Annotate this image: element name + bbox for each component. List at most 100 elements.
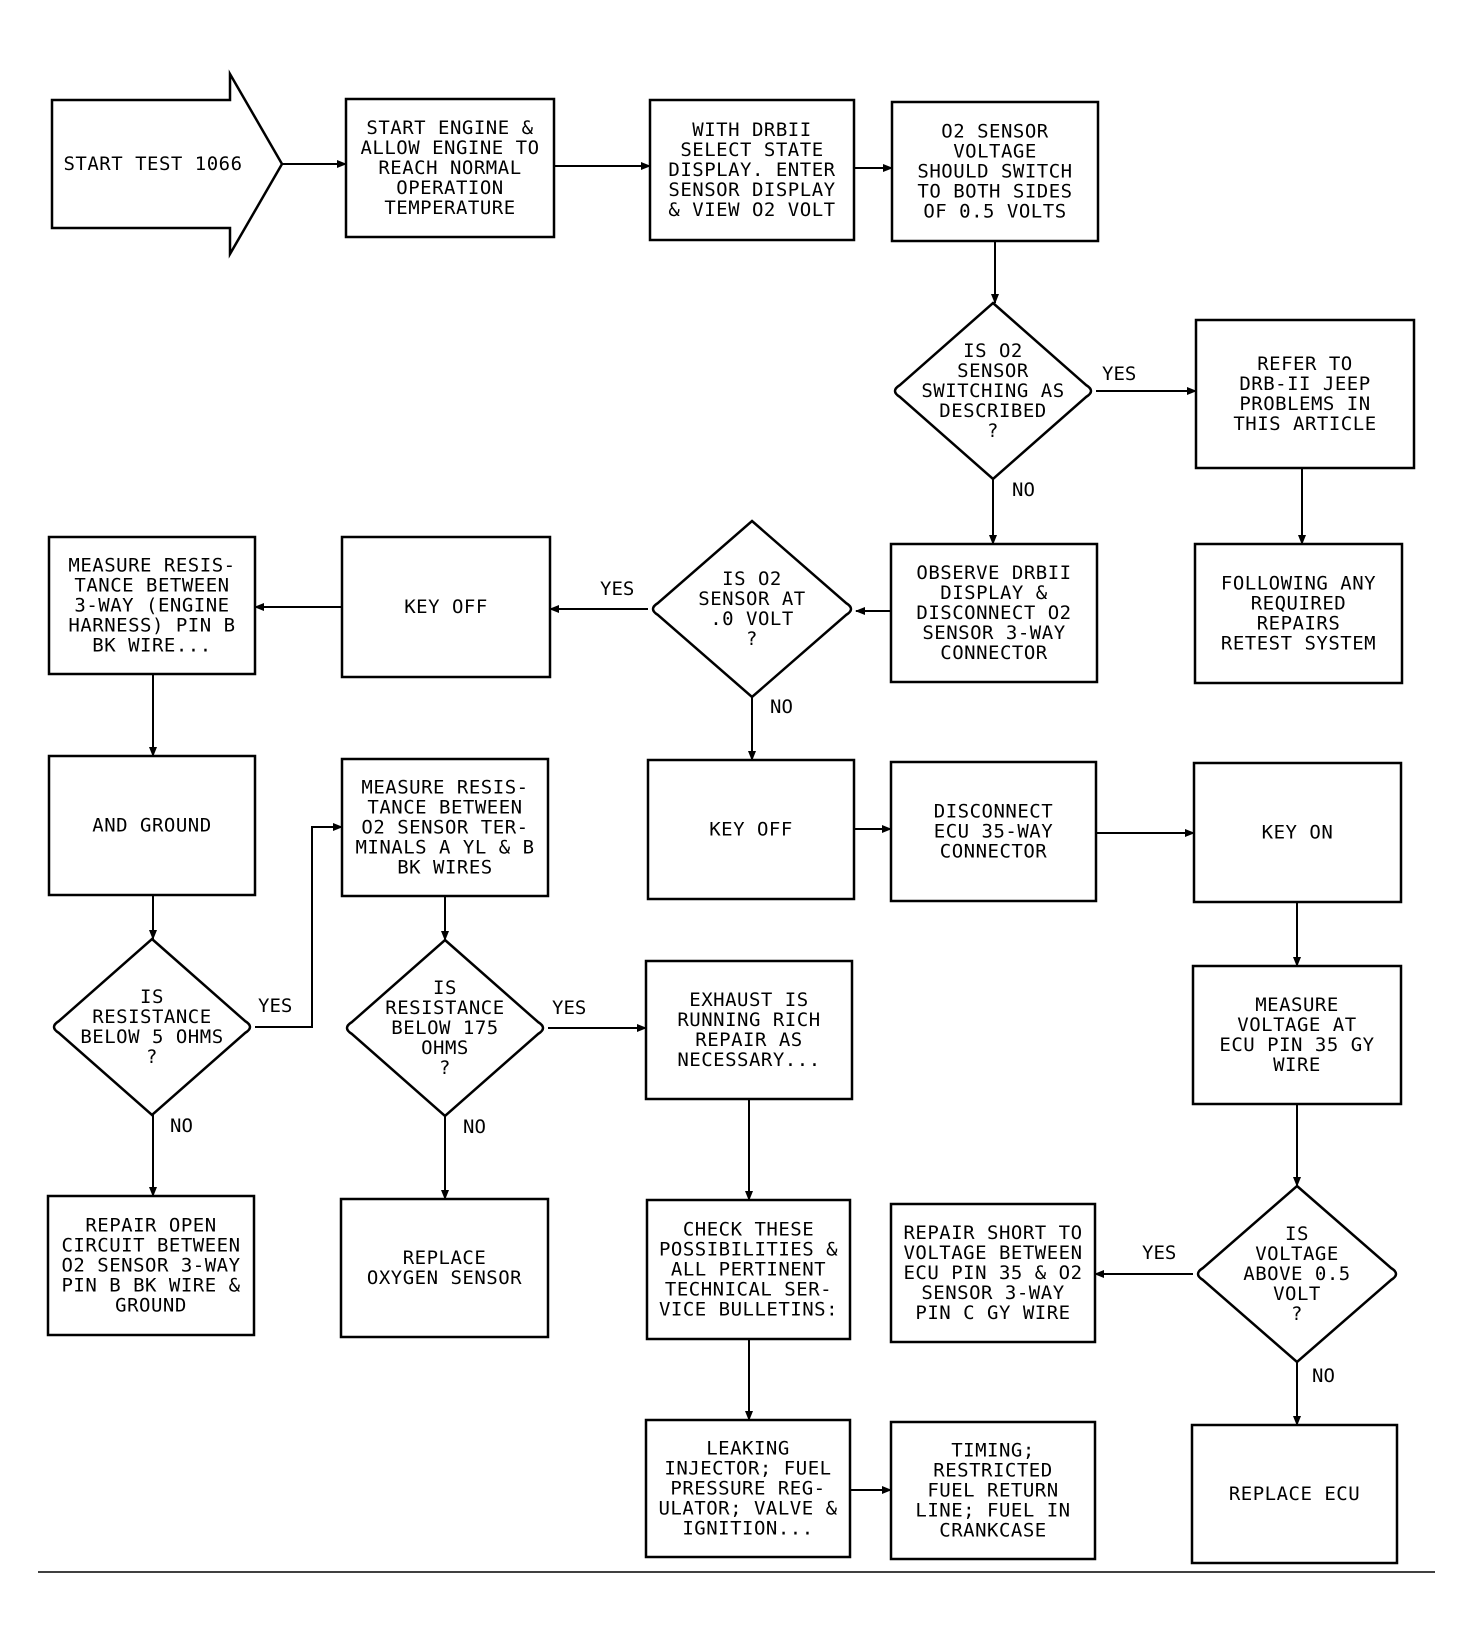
node-text-line: REPAIR AS (695, 1029, 802, 1051)
node-text-line: EXHAUST IS (689, 989, 808, 1011)
node-text-line: DISCONNECT (934, 801, 1053, 823)
diamond-shape (651, 519, 853, 699)
node-text-line: 3-WAY (ENGINE (74, 595, 229, 617)
node-text-line: O2 SENSOR 3-WAY (61, 1255, 240, 1277)
edge-label-yes: YES (1102, 363, 1136, 385)
edge-label-yes: YES (552, 997, 586, 1019)
node-text-line: START TEST 1066 (63, 153, 242, 175)
edge-label-no: NO (463, 1116, 486, 1138)
edge-q-175-to-exhaust: YES (548, 997, 647, 1032)
node-text-line: & VIEW O2 VOLT (668, 199, 835, 221)
node-text-line: SWITCHING AS (921, 380, 1064, 402)
node-text-line: MEASURE RESIS- (361, 777, 528, 799)
node-text-line: VOLTAGE (953, 141, 1037, 163)
node-text-line: DESCRIBED (939, 400, 1046, 422)
edge-label-yes: YES (600, 578, 634, 600)
edge-label-yes: YES (1142, 1242, 1176, 1264)
node-text-line: TANCE BETWEEN (74, 575, 229, 597)
node-text-line: DRB-II JEEP (1239, 373, 1370, 395)
node-text-line: REPAIRS (1257, 613, 1341, 635)
node-text-line: NECESSARY... (677, 1049, 820, 1071)
edge-q-05-to-repair-short: YES (1094, 1242, 1193, 1278)
node-text-line: REPAIR OPEN (85, 1215, 216, 1237)
node-text-line: VOLTAGE (1255, 1243, 1339, 1265)
arrow-shape (50, 69, 284, 259)
node-text-line: O2 SENSOR TER- (361, 817, 528, 839)
node-text-line: RESTRICTED (933, 1460, 1052, 1482)
node-replace-ecu: REPLACE ECU (1190, 1423, 1399, 1565)
node-text-line: REFER TO (1257, 353, 1353, 375)
edge-q-switching-to-refer: YES (1096, 363, 1197, 395)
nodes-layer: START TEST 1066 START ENGINE &ALLOW ENGIN… (46, 69, 1416, 1565)
rect-shape (1190, 1423, 1399, 1565)
node-text-line: CIRCUIT BETWEEN (61, 1235, 240, 1257)
node-text-line: OXYGEN SENSOR (367, 1267, 522, 1289)
node-text-line: IS (1285, 1223, 1309, 1245)
node-text-line: SELECT STATE (680, 139, 823, 161)
node-text-line: VICE BULLETINS: (659, 1299, 838, 1321)
node-text-line: ALLOW ENGINE TO (360, 137, 539, 159)
node-text-line: RESISTANCE (92, 1006, 211, 1028)
node-text-line: CONNECTOR (940, 841, 1048, 863)
node-text-line: SHOULD SWITCH (917, 161, 1072, 183)
node-key-off-2: KEY OFF (646, 758, 856, 901)
edge-label-yes: YES (258, 995, 292, 1017)
node-text-line: GROUND (115, 1295, 187, 1317)
node-text-line: REPAIR SHORT TO (903, 1222, 1082, 1244)
edge-q-zero-to-key-off-1: YES (549, 578, 648, 613)
node-text-line: TIMING; (951, 1440, 1035, 1462)
node-text-line: ? (439, 1057, 451, 1079)
rect-shape (1193, 542, 1404, 685)
node-key-off-1: KEY OFF (340, 535, 552, 679)
edge-q-175-to-replace-o2: NO (441, 1116, 486, 1200)
node-text-line: KEY OFF (404, 596, 488, 618)
diamond-shape (893, 301, 1093, 481)
node-text-line: CHECK THESE (683, 1219, 814, 1241)
node-text-line: ECU 35-WAY (934, 821, 1053, 843)
rect-shape (645, 1198, 852, 1341)
rect-shape (47, 535, 257, 676)
edge-q-zero-to-key-off-2: NO (748, 696, 793, 761)
node-text-line: AND GROUND (92, 815, 211, 837)
rect-shape (889, 1202, 1097, 1344)
node-text-line: PIN B BK WIRE & (61, 1275, 240, 1297)
node-text-line: PIN C GY WIRE (915, 1302, 1070, 1324)
diamond-shape (1196, 1184, 1398, 1364)
rect-shape (644, 1418, 852, 1559)
node-text-line: ULATOR; VALVE & (658, 1498, 837, 1520)
node-text-line: ? (746, 628, 758, 650)
node-text-line: OBSERVE DRBII (916, 562, 1071, 584)
node-text-line: TEMPERATURE (384, 197, 515, 219)
node-text-line: MEASURE RESIS- (68, 555, 235, 577)
node-text-line: PROBLEMS IN (1239, 393, 1370, 415)
rect-shape (889, 760, 1098, 903)
node-text-line: O2 SENSOR (941, 121, 1049, 143)
node-text-line: BK WIRES (397, 857, 493, 879)
node-text-line: VOLTAGE BETWEEN (903, 1242, 1082, 1264)
node-text-line: REPLACE ECU (1229, 1483, 1360, 1505)
rect-shape (648, 98, 856, 242)
edge-line (255, 823, 343, 1028)
node-text-line: IGNITION... (682, 1518, 813, 1540)
node-text-line: START ENGINE & (366, 117, 533, 139)
node-text-line: THIS ARTICLE (1233, 413, 1376, 435)
node-text-line: SENSOR (957, 360, 1029, 382)
node-text-line: CRANKCASE (939, 1520, 1046, 1542)
node-text-line: PRESSURE REG- (670, 1478, 825, 1500)
rect-shape (47, 754, 257, 897)
